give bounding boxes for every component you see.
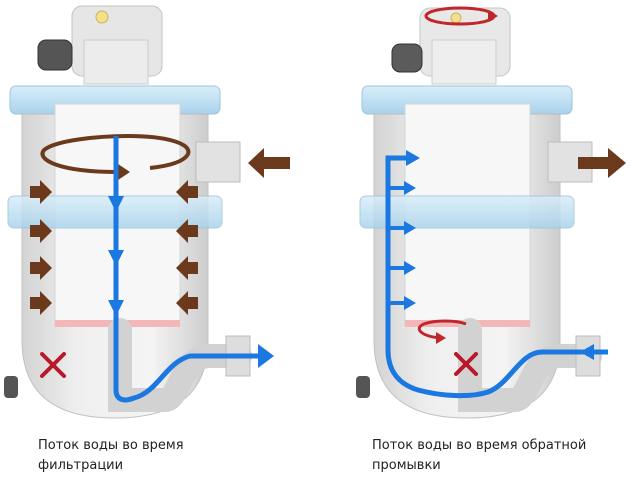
water-flow-path-left bbox=[113, 136, 262, 403]
rotation-arrow-lower bbox=[417, 319, 467, 340]
filter-housing-right bbox=[356, 7, 602, 419]
caption-backwash: Поток воды во время обратной промывки bbox=[372, 438, 587, 473]
inlet-arrowhead-right bbox=[580, 344, 594, 360]
top-arrowhead-right bbox=[406, 150, 420, 166]
outlet-arrowhead-left bbox=[258, 344, 274, 368]
swirl-arrowhead-left bbox=[118, 164, 130, 180]
down-arrowheads-left bbox=[108, 196, 124, 316]
rotation-arrowhead-lower bbox=[436, 332, 446, 344]
rotation-arrowhead-top bbox=[488, 10, 498, 22]
x-cross-icon bbox=[40, 352, 66, 378]
backwash-panel bbox=[356, 6, 626, 419]
outlet-arrow-right bbox=[578, 148, 626, 178]
outward-arrows-right bbox=[388, 181, 416, 310]
inward-arrows-left-side bbox=[30, 180, 52, 315]
swirl-arrow-left bbox=[40, 133, 191, 174]
filtration-panel bbox=[4, 5, 290, 419]
water-flow-path-right bbox=[385, 155, 608, 399]
caption-filtration: Поток воды во время фильтрации bbox=[38, 438, 184, 473]
x-cross-icon-right bbox=[454, 352, 478, 376]
inward-arrows-right-side bbox=[176, 180, 198, 315]
inlet-arrow-left bbox=[248, 148, 290, 178]
